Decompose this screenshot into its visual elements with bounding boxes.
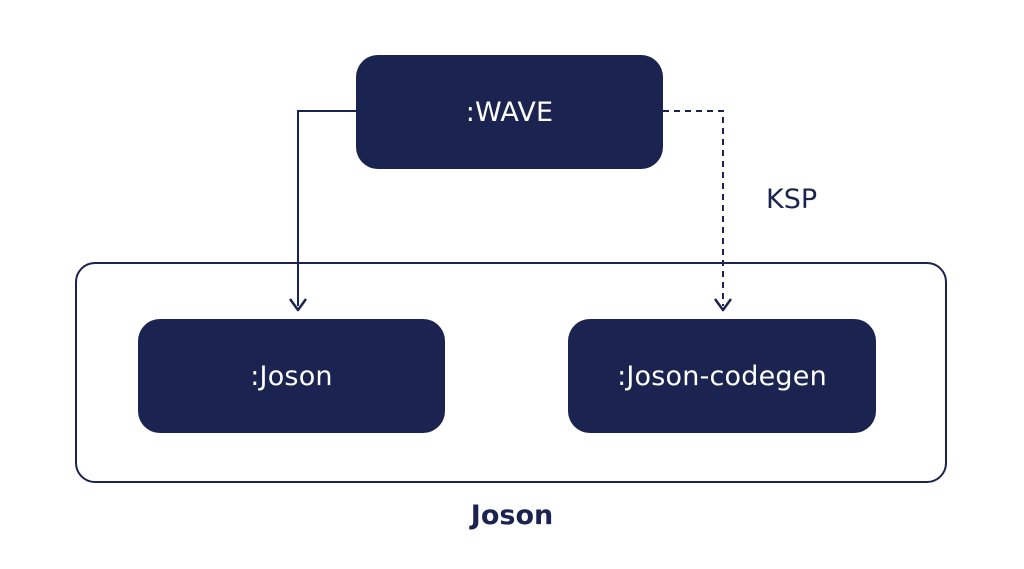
arrowhead-icon xyxy=(713,298,733,312)
edge-label-ksp: KSP xyxy=(766,184,818,215)
edge-wave-to-joson-codegen xyxy=(663,110,733,312)
node-joson-label: :Joson xyxy=(250,360,333,392)
arrowhead-icon xyxy=(288,298,308,312)
group-label: Joson xyxy=(470,500,554,531)
edge-wave-to-joson xyxy=(288,110,356,312)
node-wave-label: :WAVE xyxy=(465,96,554,128)
node-joson-codegen: :Joson-codegen xyxy=(568,319,876,433)
group-box-joson xyxy=(75,262,947,483)
node-joson: :Joson xyxy=(138,319,445,433)
node-wave: :WAVE xyxy=(356,55,663,169)
node-joson-codegen-label: :Joson-codegen xyxy=(617,360,827,392)
